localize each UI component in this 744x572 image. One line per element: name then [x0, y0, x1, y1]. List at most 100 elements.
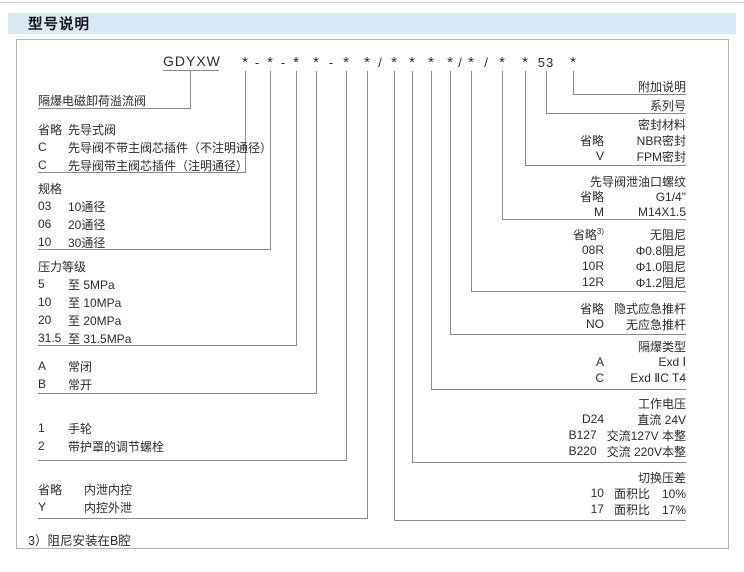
row-code: 省略 — [579, 133, 604, 148]
label-row: B 常开 — [38, 375, 92, 393]
row-label: 先导阀不带主阀芯插件（不注明通径） — [68, 140, 273, 155]
connector-vertical-extra-note — [573, 71, 574, 94]
row-label: NBR密封 — [636, 133, 686, 148]
code-token: / — [458, 55, 462, 70]
connector-vertical-exd-type — [431, 71, 432, 389]
connector-vertical-adjuster — [346, 71, 347, 460]
label-row: 工作电压 — [406, 395, 686, 411]
row-code: C — [595, 371, 604, 385]
code-star: * — [293, 54, 299, 71]
row-label: 带护罩的调节螺栓 — [68, 439, 165, 454]
label-row: 压力等级 — [38, 257, 131, 275]
row-code: 20 — [38, 313, 52, 327]
row-code: B220 — [568, 444, 597, 458]
code-star: * — [428, 54, 434, 71]
connector-horizontal-switch-pressure-diff — [394, 520, 686, 521]
row-label: Exd Ⅰ — [658, 355, 686, 369]
connector-vertical-size — [270, 71, 271, 249]
row-label: 内控外泄 — [84, 500, 133, 515]
row-label: 无阻尼 — [649, 227, 686, 242]
label-group-normal-state: A 常闭 B 常开 — [38, 357, 92, 393]
row-code: B — [38, 377, 47, 391]
connector-horizontal-valve-name — [38, 108, 191, 109]
row-label: 隐式应急推杆 — [613, 301, 686, 316]
row-code: 10 — [590, 486, 604, 500]
row-code: C — [38, 140, 47, 154]
row-label: 面积比 17% — [613, 502, 686, 517]
label-group-series-no: 系列号 — [406, 97, 686, 113]
row-label: 至 10MPa — [68, 295, 122, 310]
row-label: 常闭 — [68, 359, 93, 374]
row-code: 省略3) — [572, 226, 604, 242]
code-token: / — [378, 55, 382, 70]
code-token: / — [484, 55, 488, 70]
row-code: 省略 — [38, 122, 63, 137]
row-label: 先导阀带主阀芯插件（注明通径） — [68, 158, 249, 173]
label-row: 06 20通径 — [38, 215, 105, 233]
row-label: 常开 — [68, 377, 93, 392]
row-code: 31.5 — [38, 331, 62, 345]
row-code: 省略 — [38, 482, 63, 497]
row-code: A — [38, 359, 47, 373]
model-prefix: GDYXW — [163, 53, 221, 71]
connector-vertical-drain-control — [367, 71, 368, 518]
code-star: * — [267, 54, 273, 71]
row-label: 至 5MPa — [68, 277, 115, 292]
label-row: C 先导阀不带主阀芯插件（不注明通径） — [38, 138, 272, 156]
connector-vertical-normal-state — [316, 71, 317, 393]
connector-vertical-damping — [471, 71, 472, 291]
row-label: 先导式阀 — [68, 122, 117, 137]
row-label: 密封材料 — [637, 117, 686, 132]
row-label: G1/4" — [655, 189, 686, 204]
row-label: Φ1.2阻尼 — [635, 275, 686, 290]
code-token: - — [254, 55, 260, 70]
connector-horizontal-drain-control — [38, 518, 368, 519]
row-code: 06 — [38, 217, 52, 231]
label-row: 附加说明 — [406, 78, 686, 94]
section-title: 型号说明 — [28, 17, 90, 33]
diagram-canvas — [16, 39, 729, 549]
footnote: 3）阻尼安装在B腔 — [28, 534, 131, 548]
connector-horizontal-extra-note — [573, 94, 686, 95]
code-token: 53 — [537, 55, 555, 70]
connector-vertical-pilot-drain-thread — [502, 71, 503, 219]
connector-vertical-emergency-rod — [450, 71, 451, 334]
label-row: 隔爆类型 — [406, 338, 686, 354]
label-row: 系列号 — [406, 97, 686, 113]
row-label: M14X1.5 — [637, 204, 686, 219]
row-label: 切换压差 — [637, 470, 686, 485]
row-code: 08R — [581, 243, 604, 257]
code-star: * — [499, 54, 505, 71]
row-label: 压力等级 — [38, 259, 87, 274]
label-row: 先导阀泄油口螺纹 — [406, 174, 686, 189]
row-label: 30通径 — [68, 235, 106, 250]
row-label: 20通径 — [68, 217, 106, 232]
code-star: * — [468, 54, 474, 71]
label-row: 隔爆电磁卸荷溢流阀 — [38, 92, 146, 108]
connector-vertical-seal-material — [525, 71, 526, 165]
code-star: * — [447, 54, 453, 71]
connector-horizontal-size — [38, 249, 271, 250]
code-token: - — [328, 55, 334, 70]
footnote-marker: 3) — [596, 226, 604, 236]
row-label: 规格 — [38, 181, 63, 196]
connector-vertical-valve-name — [190, 70, 191, 108]
